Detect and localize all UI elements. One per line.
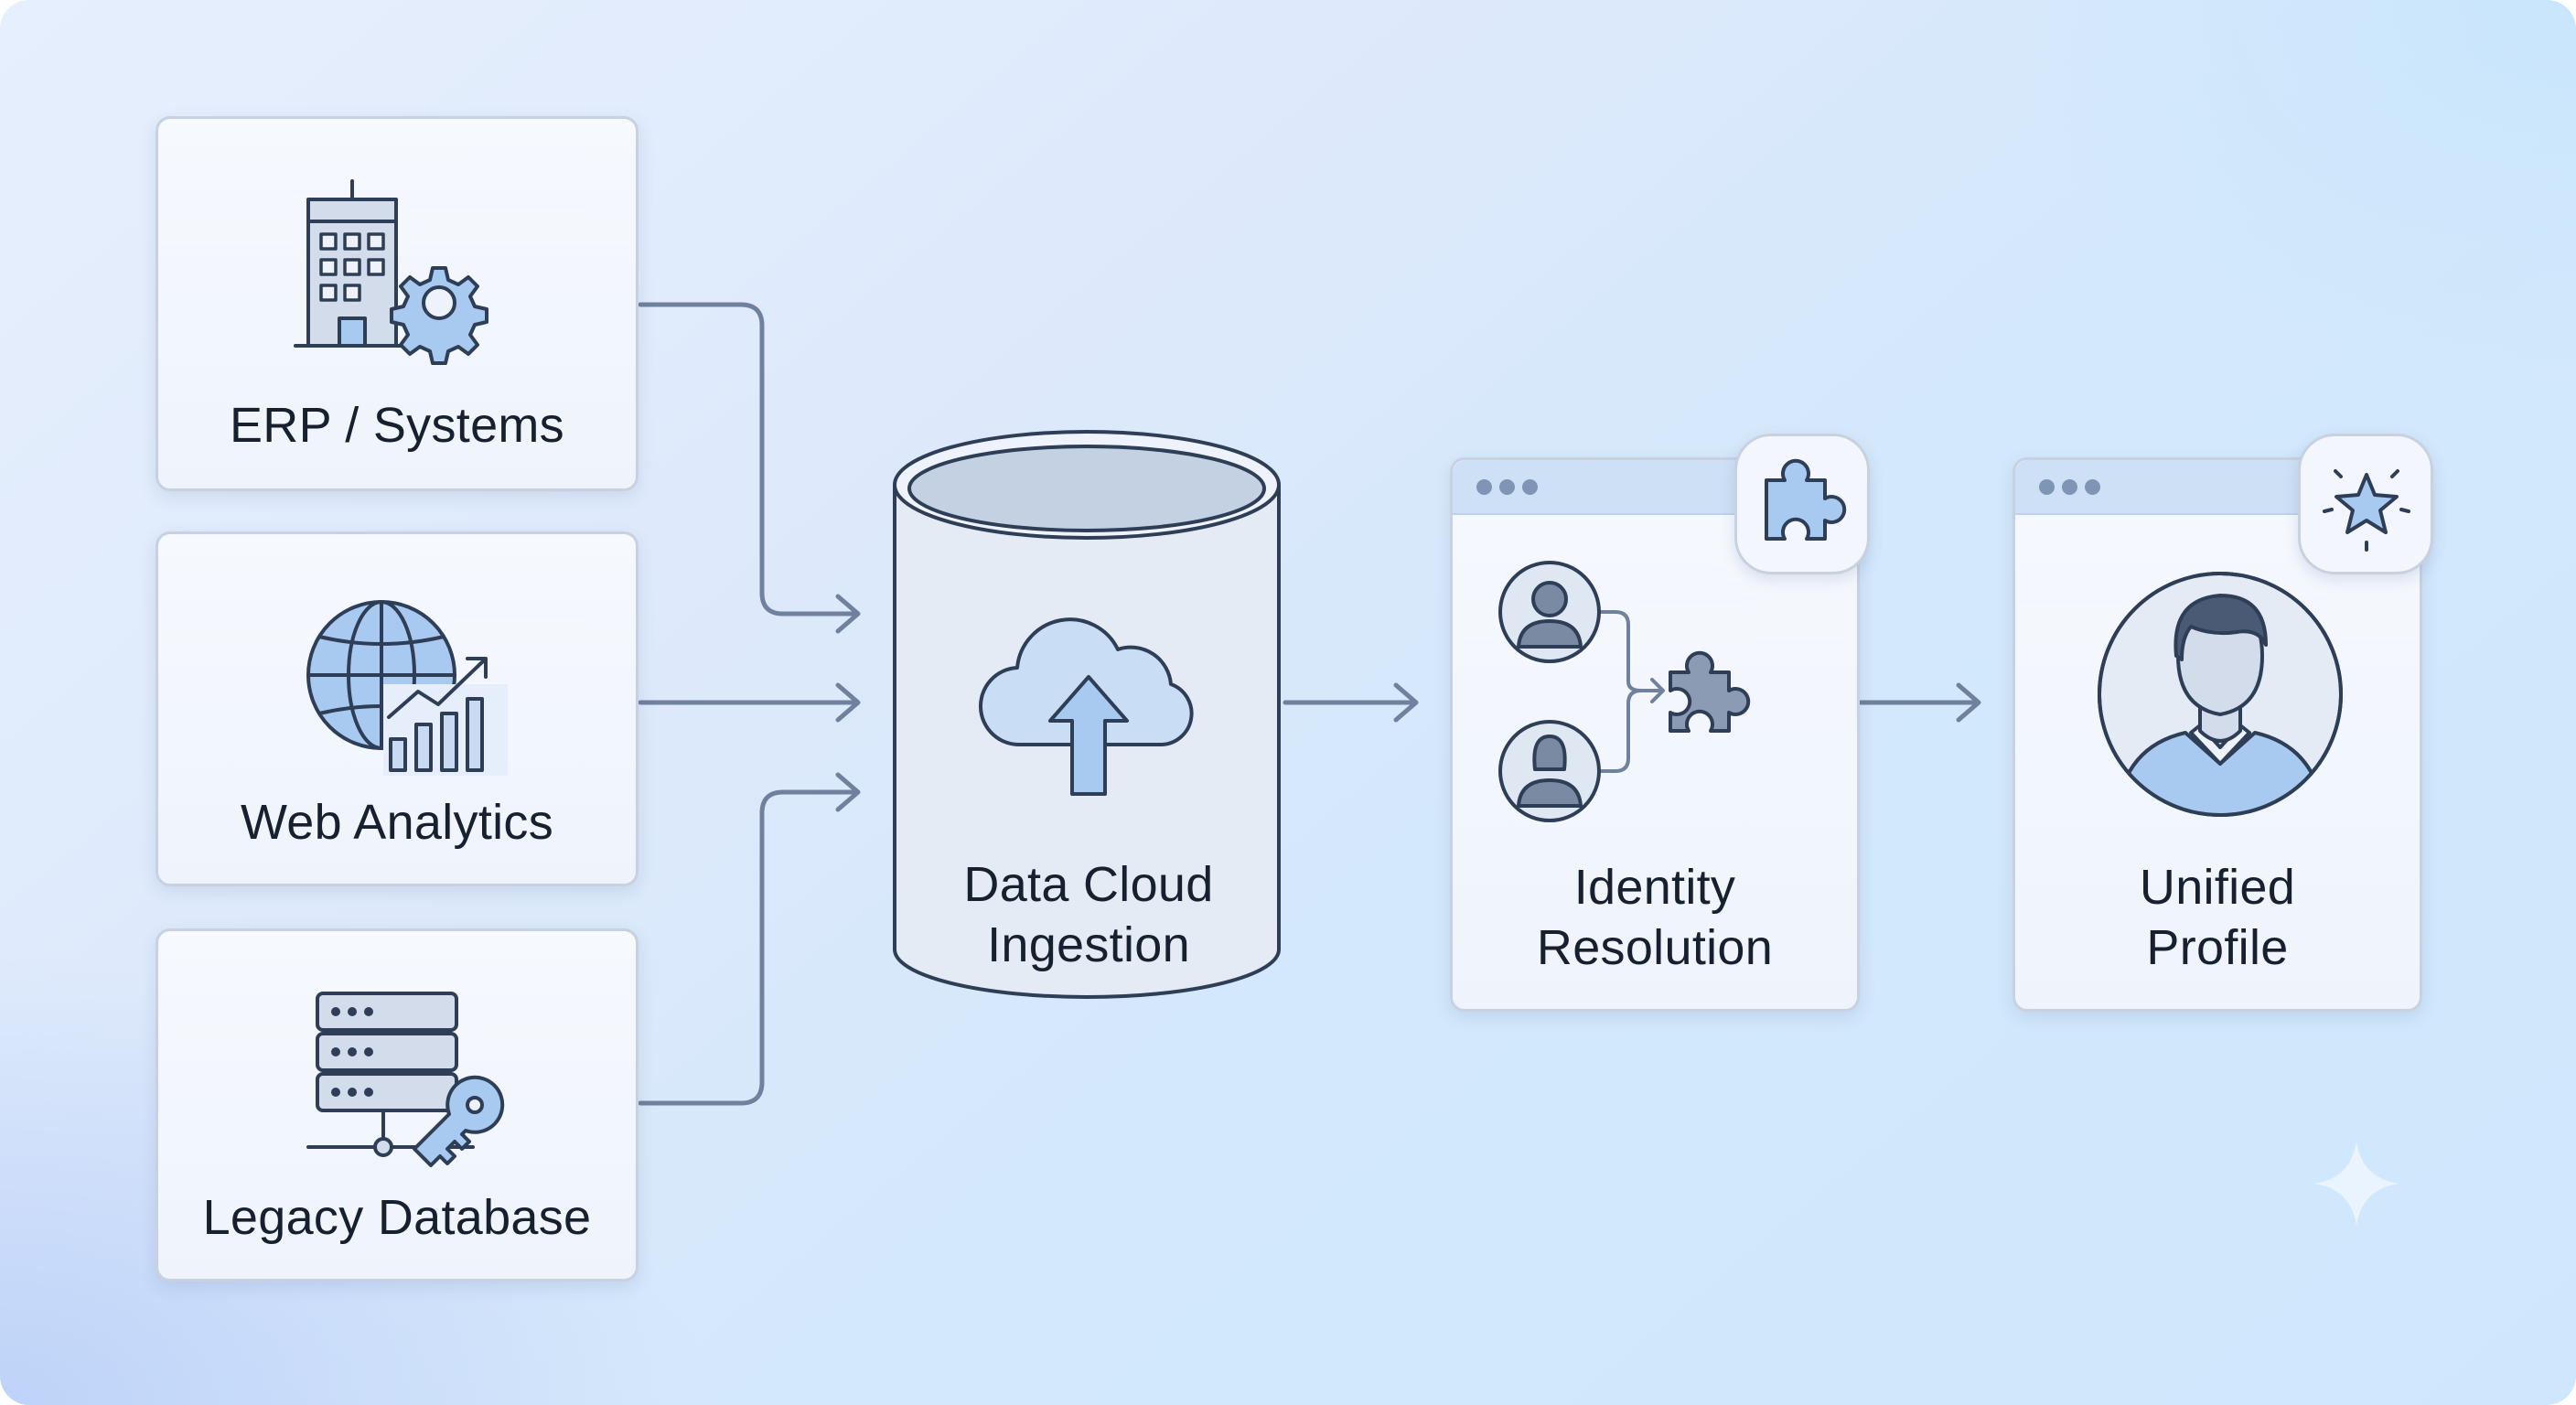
connector-erp bbox=[638, 302, 858, 617]
server-key-icon bbox=[306, 992, 505, 1167]
arrowhead-legacy bbox=[835, 772, 861, 812]
source-label-legacy-database: Legacy Database bbox=[202, 1190, 592, 1245]
profile-label-line2: Profile bbox=[2146, 920, 2289, 975]
identity-match-graphic bbox=[1498, 561, 1751, 822]
window-dot bbox=[2062, 479, 2077, 495]
arrowhead-erp bbox=[835, 594, 861, 634]
arrowhead-identity bbox=[1393, 682, 1419, 723]
globe-chart-icon bbox=[306, 600, 508, 776]
identity-label-line1: Identity bbox=[1573, 860, 1736, 915]
identity-puzzle-badge bbox=[1734, 434, 1870, 574]
window-dot bbox=[2039, 479, 2055, 495]
ingestion-label-line1: Data Cloud bbox=[963, 857, 1214, 912]
building-gear-icon bbox=[294, 179, 488, 365]
profile-avatar-icon bbox=[2098, 572, 2343, 817]
identity-label-line2: Resolution bbox=[1536, 920, 1774, 975]
star-icon bbox=[2323, 469, 2410, 552]
profile-star-badge bbox=[2298, 434, 2433, 574]
source-card-legacy-database: Legacy Database bbox=[156, 928, 639, 1282]
source-label-erp: ERP / Systems bbox=[229, 398, 564, 453]
puzzle-icon bbox=[1765, 458, 1847, 541]
window-dot bbox=[1476, 479, 1492, 495]
arrowhead-profile bbox=[1956, 682, 1981, 723]
source-label-web-analytics: Web Analytics bbox=[240, 795, 554, 850]
window-dot bbox=[1522, 479, 1538, 495]
identity-resolution-card: Identity Resolution bbox=[1450, 457, 1860, 1012]
profile-label-line1: Unified bbox=[2139, 860, 2296, 915]
connector-legacy bbox=[638, 789, 858, 1106]
source-card-erp: ERP / Systems bbox=[156, 116, 639, 491]
window-dot bbox=[1499, 479, 1515, 495]
window-dot bbox=[2085, 479, 2100, 495]
source-card-web-analytics: Web Analytics bbox=[156, 531, 639, 886]
ingestion-label-line2: Ingestion bbox=[987, 917, 1190, 972]
sparkle-icon bbox=[2314, 1142, 2399, 1226]
cloud-upload-icon bbox=[978, 617, 1194, 796]
arrowhead-web bbox=[835, 682, 861, 723]
